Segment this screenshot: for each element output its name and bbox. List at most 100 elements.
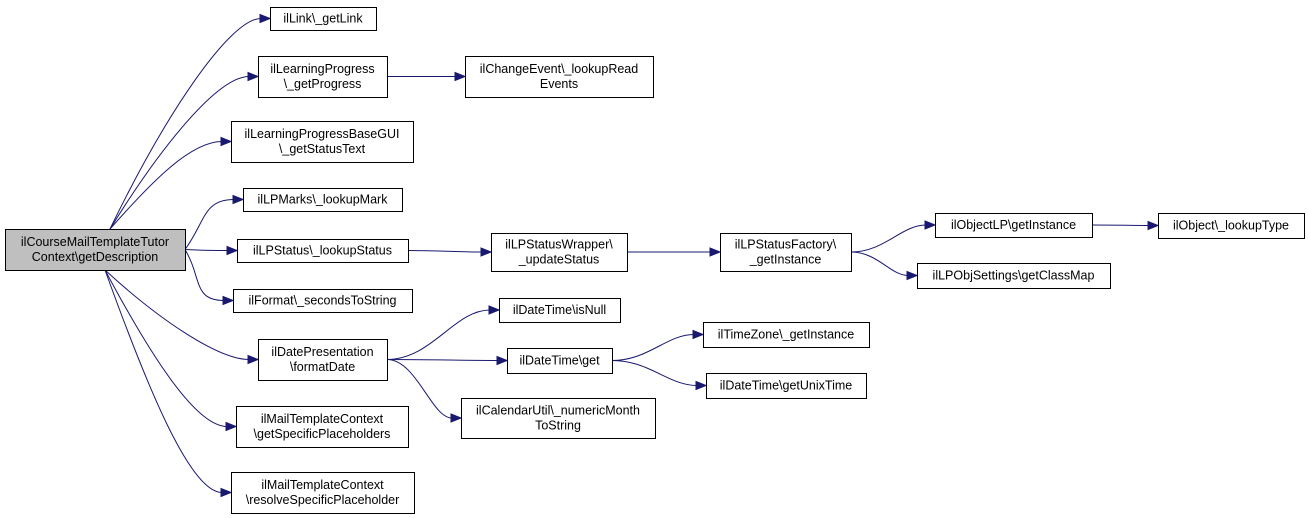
edge-line — [386, 359, 499, 361]
edge-objectLP-to-lookupType — [1091, 220, 1160, 231]
edge-line — [611, 360, 698, 386]
node-label: ilLPStatusFactory\ — [735, 238, 837, 252]
edge-line — [109, 18, 262, 230]
node-lpFactory[interactable]: ilLPStatusFactory\_getInstance — [720, 233, 852, 272]
arrowhead-icon — [232, 194, 245, 205]
node-lookupType[interactable]: ilObject\_lookupType — [1158, 213, 1305, 239]
node-label: ToString — [535, 419, 581, 433]
node-objectLP[interactable]: ilObjectLP\getInstance — [935, 213, 1093, 238]
node-label: \getSpecificPlaceholders — [254, 427, 391, 441]
edge-root-to-lookupStatus — [184, 245, 239, 256]
edge-root-to-secondsToString — [184, 249, 235, 306]
edge-formatDate-to-isNull — [386, 305, 501, 360]
node-box — [491, 233, 628, 272]
node-label: ilLPMarks\_lookupMark — [258, 193, 389, 207]
node-label: ilDateTime\getUnixTime — [720, 379, 852, 393]
node-label: ilLearningProgressBaseGUI — [245, 127, 400, 141]
node-lookupMark[interactable]: ilLPMarks\_lookupMark — [243, 188, 403, 212]
node-label: ilTimeZone\_getInstance — [718, 328, 854, 342]
node-label: ilDateTime\isNull — [513, 303, 606, 317]
edge-line — [109, 141, 223, 230]
edge-line — [184, 199, 235, 250]
node-box — [1158, 213, 1305, 239]
edge-lpFactory-to-classMap — [850, 251, 919, 281]
node-box — [237, 239, 409, 263]
node-label: ilLearningProgress — [270, 62, 374, 76]
node-label: _getInstance — [749, 253, 822, 267]
edge-line — [850, 251, 909, 276]
node-box — [258, 56, 388, 98]
arrowhead-icon — [454, 71, 467, 82]
edge-root-to-getStatusText — [109, 136, 233, 230]
node-box — [231, 472, 415, 514]
node-isNull[interactable]: ilDateTime\isNull — [499, 298, 621, 323]
node-box — [720, 233, 852, 272]
node-label: Context\getDescription — [32, 250, 159, 264]
edge-lookupStatus-to-updateStatus — [407, 247, 493, 257]
edge-getProgress-to-lookupRead — [387, 71, 467, 82]
edge-line — [1091, 224, 1150, 226]
edge-formatDate-to-numericMonth — [386, 359, 463, 423]
node-label: \_getProgress — [284, 77, 362, 91]
edge-line — [611, 334, 695, 361]
edge-line — [850, 224, 927, 253]
node-box — [233, 289, 413, 313]
edges-layer — [104, 13, 1160, 498]
edge-line — [386, 359, 453, 419]
arrowhead-icon — [259, 13, 272, 24]
node-lookupStatus[interactable]: ilLPStatus\_lookupStatus — [237, 239, 409, 263]
node-label: ilLPStatusWrapper\ — [505, 238, 613, 252]
node-tzInstance[interactable]: ilTimeZone\_getInstance — [703, 322, 870, 348]
node-unixTime[interactable]: ilDateTime\getUnixTime — [706, 373, 867, 399]
node-label: ilDatePresentation — [271, 345, 373, 359]
arrowhead-icon — [906, 270, 919, 281]
edge-root-to-getSpecific — [104, 269, 238, 432]
arrowhead-icon — [450, 413, 463, 423]
node-label: ilMailTemplateContext — [261, 478, 384, 492]
arrowhead-icon — [1147, 220, 1160, 231]
node-resolveSpecific[interactable]: ilMailTemplateContext\resolveSpecificPla… — [231, 472, 415, 514]
node-root[interactable]: ilCourseMailTemplateTutorContext\getDesc… — [5, 229, 186, 271]
node-box — [703, 322, 870, 348]
arrowhead-icon — [247, 71, 260, 82]
node-classMap[interactable]: ilLPObjSettings\getClassMap — [917, 263, 1111, 289]
node-label: ilLPObjSettings\getClassMap — [933, 269, 1095, 283]
node-getSpecific[interactable]: ilMailTemplateContext\getSpecificPlaceho… — [236, 406, 409, 448]
node-updateStatus[interactable]: ilLPStatusWrapper\_updateStatus — [491, 233, 628, 272]
node-label: \_getStatusText — [279, 142, 366, 156]
node-label: ilDateTime\get — [519, 354, 600, 368]
node-label: ilLink\_getLink — [283, 12, 363, 26]
node-box — [706, 373, 867, 399]
edge-dtGet-to-tzInstance — [611, 329, 705, 361]
arrowhead-icon — [488, 305, 501, 315]
node-dtGet[interactable]: ilDateTime\get — [507, 348, 613, 374]
node-box — [5, 229, 186, 271]
node-getLink[interactable]: ilLink\_getLink — [270, 7, 377, 31]
node-secondsToString[interactable]: ilFormat\_secondsToString — [233, 289, 413, 313]
arrowhead-icon — [709, 247, 722, 257]
node-label: ilCourseMailTemplateTutor — [21, 235, 169, 249]
node-label: ilLPStatus\_lookupStatus — [253, 244, 392, 258]
node-label: ilCalendarUtil\_numericMonth — [476, 404, 640, 418]
edge-formatDate-to-dtGet — [386, 355, 509, 366]
node-label: \resolveSpecificPlaceholder — [246, 493, 400, 507]
node-box — [499, 298, 621, 323]
node-getStatusText[interactable]: ilLearningProgressBaseGUI\_getStatusText — [231, 121, 414, 163]
arrowhead-icon — [220, 136, 233, 147]
arrowhead-icon — [692, 329, 705, 340]
node-box — [231, 121, 414, 163]
edge-root-to-lookupMark — [184, 194, 245, 250]
node-formatDate[interactable]: ilDatePresentation\formatDate — [258, 339, 388, 381]
nodes-layer: ilCourseMailTemplateTutorContext\getDesc… — [5, 7, 1305, 514]
arrowhead-icon — [220, 487, 233, 498]
node-label: ilObjectLP\getInstance — [951, 218, 1076, 232]
arrowhead-icon — [480, 247, 493, 257]
arrowhead-icon — [222, 295, 235, 306]
node-getProgress[interactable]: ilLearningProgress\_getProgress — [258, 56, 388, 98]
edge-lpFactory-to-objectLP — [850, 220, 937, 253]
edge-line — [104, 269, 223, 493]
arrowhead-icon — [695, 380, 708, 391]
